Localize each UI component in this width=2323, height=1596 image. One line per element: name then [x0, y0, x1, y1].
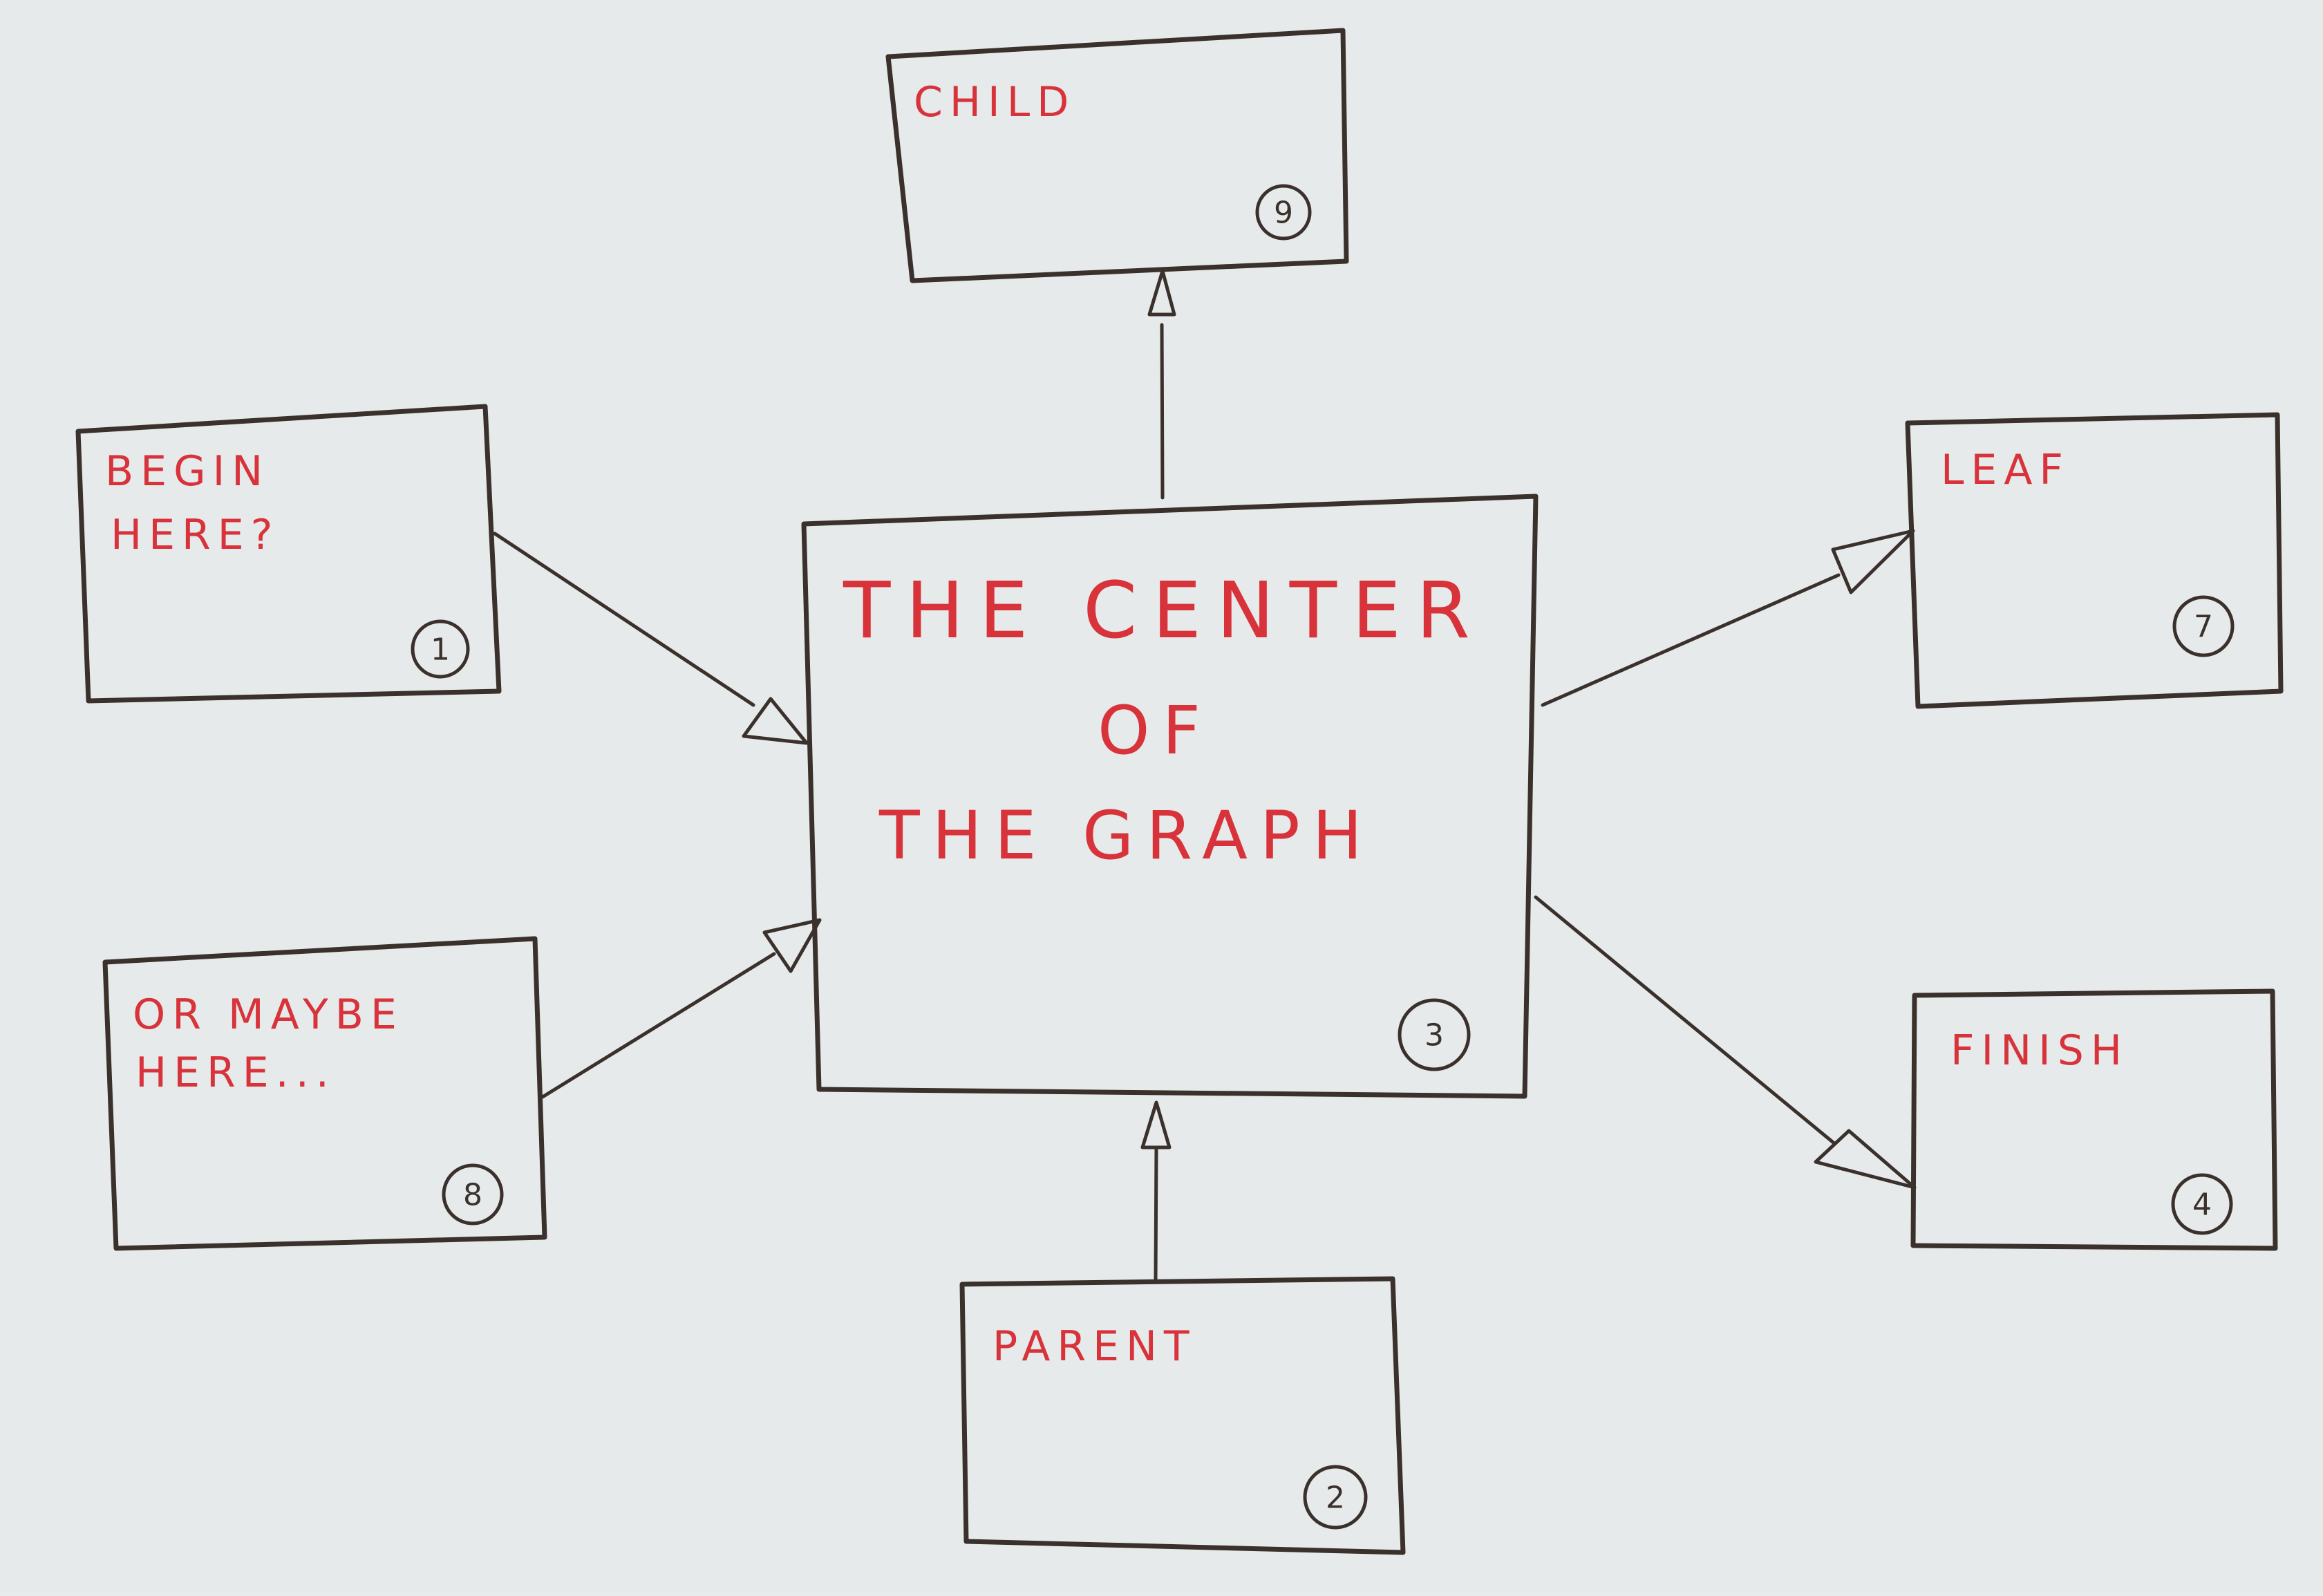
edges — [493, 269, 1917, 1281]
arrowhead — [1831, 529, 1915, 594]
arrowhead — [742, 697, 809, 745]
node-box — [801, 494, 1539, 1099]
node-box — [1910, 988, 2278, 1251]
node-box — [1905, 412, 2284, 709]
arrowhead — [762, 918, 822, 973]
node-number-badge — [2172, 595, 2235, 657]
node-or-maybe-here[interactable]: OR MAYBE HERE... 8 — [102, 936, 547, 1251]
node-label-line-2: HERE... — [135, 1049, 336, 1097]
arrowhead — [1140, 1100, 1172, 1149]
node-box — [885, 28, 1349, 283]
node-label: PARENT — [993, 1322, 1196, 1371]
node-box — [75, 404, 502, 704]
node-number: 3 — [1424, 1018, 1444, 1053]
node-label-line-2: OF — [1098, 692, 1213, 769]
node-label-line-2: HERE? — [111, 511, 279, 559]
node-label: LEAF — [1941, 446, 2070, 494]
node-number: 9 — [1274, 196, 1293, 231]
node-number: 1 — [431, 632, 450, 668]
node-number-badge — [1255, 184, 1312, 241]
node-number: 8 — [463, 1178, 482, 1213]
edge-center-to-child — [1147, 269, 1176, 500]
node-leaf[interactable]: LEAF 7 — [1905, 412, 2284, 709]
node-box — [102, 936, 547, 1251]
edge-maybe-to-center — [540, 918, 822, 1099]
node-number: 4 — [2192, 1187, 2212, 1223]
node-child[interactable]: CHILD 9 — [885, 28, 1349, 283]
node-center[interactable]: THE CENTER OF THE GRAPH 3 — [801, 494, 1539, 1099]
node-finish[interactable]: FINISH 4 — [1910, 988, 2278, 1251]
node-number-badge — [1303, 1465, 1368, 1530]
arrowhead — [1814, 1129, 1917, 1190]
node-label: CHILD — [914, 78, 1075, 126]
node-label-line-1: THE CENTER — [843, 566, 1485, 656]
edge-parent-to-center — [1140, 1100, 1172, 1281]
edge-center-to-finish — [1534, 895, 1917, 1190]
node-number-badge — [1398, 998, 1471, 1071]
node-box — [959, 1276, 1406, 1555]
node-number-badge — [2171, 1173, 2233, 1235]
node-label: FINISH — [1950, 1026, 2129, 1075]
node-number: 7 — [2194, 610, 2213, 645]
node-parent[interactable]: PARENT 2 — [959, 1276, 1406, 1555]
node-number-badge — [442, 1163, 504, 1226]
node-label-line-3: THE GRAPH — [878, 797, 1375, 874]
edge-begin-to-center — [493, 532, 809, 745]
arrowhead — [1147, 269, 1176, 317]
node-number: 2 — [1326, 1481, 1345, 1516]
node-label-line-1: BEGIN — [105, 447, 270, 496]
edge-center-to-leaf — [1541, 529, 1915, 707]
node-begin-here[interactable]: BEGIN HERE? 1 — [75, 404, 502, 704]
node-label-line-1: OR MAYBE — [133, 991, 404, 1039]
node-number-badge — [411, 619, 470, 679]
